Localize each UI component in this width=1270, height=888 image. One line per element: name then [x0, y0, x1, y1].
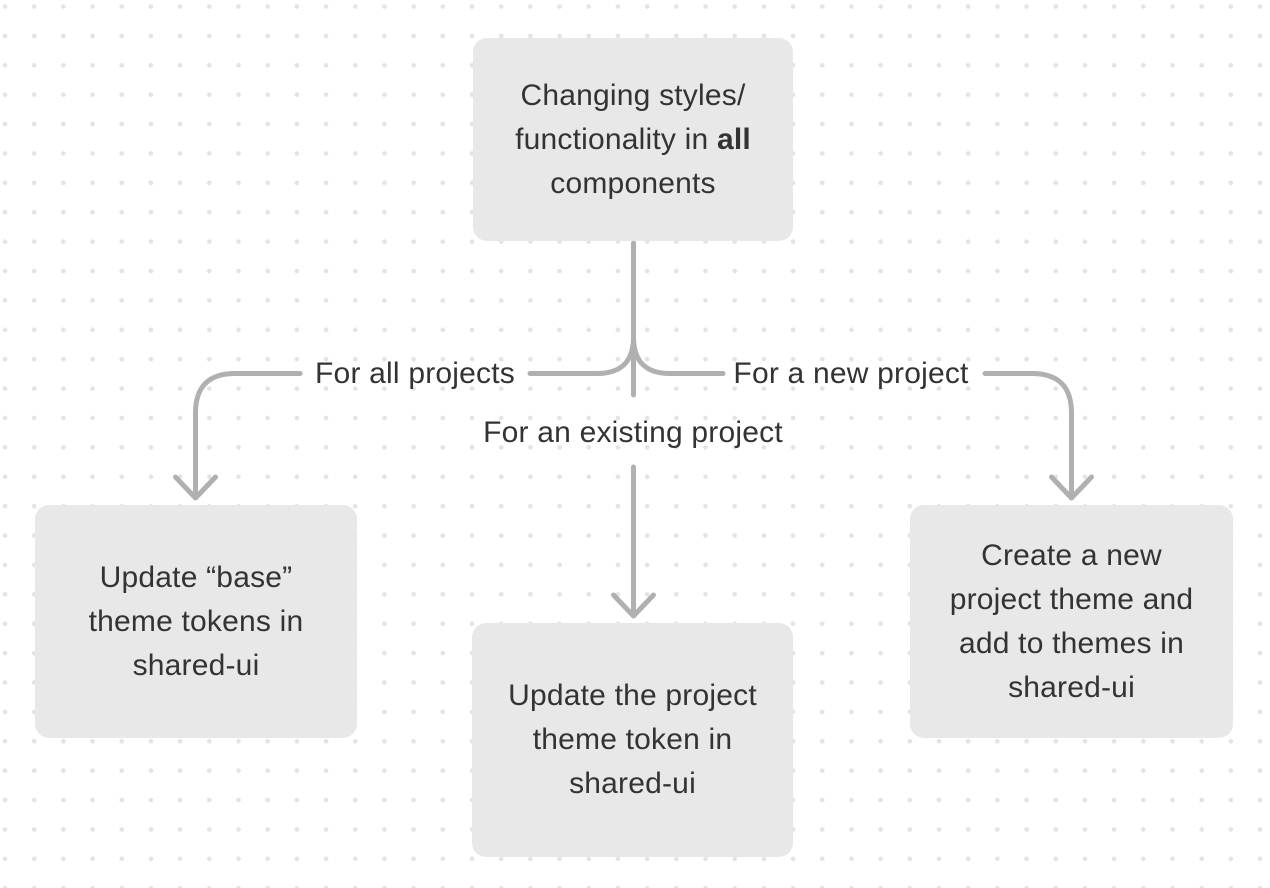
node-line: shared-ui	[1008, 670, 1135, 704]
connector-right-branch	[982, 371, 1074, 496]
node-root-line2: functionality in all	[515, 118, 751, 162]
node-line: theme tokens in	[88, 604, 304, 638]
node-root: Changing styles/ functionality in all co…	[473, 38, 793, 241]
node-update-base-tokens: Update “base” theme tokens in shared-ui	[35, 505, 357, 738]
node-update-project-token: Update the project theme token in shared…	[472, 623, 793, 857]
node-line: project theme and	[949, 582, 1194, 616]
arrowhead-middle-icon	[611, 592, 656, 619]
node-line: Create a new	[981, 538, 1162, 572]
node-line: shared-ui	[132, 648, 260, 682]
edge-label-existing-project: For an existing project	[483, 416, 783, 449]
edge-label-new-project: For a new project	[733, 357, 969, 390]
connector-fork-left	[527, 334, 636, 376]
connector-fork-right	[631, 334, 726, 376]
edge-label-all-projects: For all projects	[315, 357, 515, 390]
node-root-line3: components	[550, 166, 716, 200]
node-create-project-theme: Create a new project theme and add to th…	[910, 505, 1233, 738]
node-root-line2-bold: all	[716, 122, 751, 156]
arrowhead-left-icon	[173, 474, 218, 501]
node-line: shared-ui	[569, 767, 696, 800]
node-line: add to themes in	[958, 626, 1184, 660]
node-line: Update the project	[508, 679, 757, 712]
arrowhead-right-icon	[1049, 474, 1094, 501]
node-root-line2-text: functionality in	[515, 122, 717, 156]
connector-left-branch	[193, 371, 303, 496]
node-line: Update “base”	[99, 560, 293, 594]
node-root-line1: Changing styles/	[520, 78, 746, 112]
node-line: theme token in	[532, 723, 733, 756]
